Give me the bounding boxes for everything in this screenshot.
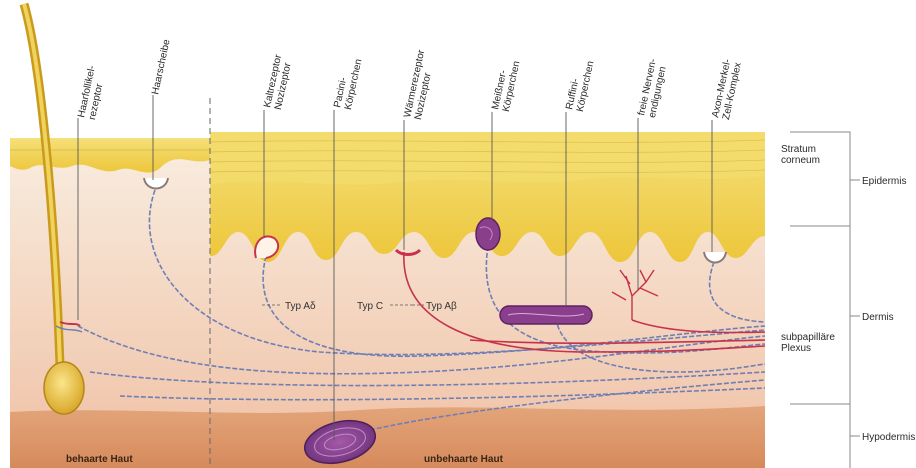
label-meissner: Meißner-Körperchen <box>490 58 522 113</box>
fiber-labels: Typ Aδ Typ C Typ Aβ <box>262 301 457 312</box>
label-line: corneum <box>781 155 820 166</box>
hair-bulb <box>44 362 84 414</box>
label-behaarte-haut: behaarte Haut <box>66 454 133 465</box>
receptor-labels: Haarfollikel-rezeptor Haarscheibe Kaltre… <box>76 38 744 121</box>
label-line: Stratum <box>781 144 816 155</box>
label-kaltrezeptor: KaltrezeptorNozizeptor <box>262 53 295 111</box>
label-freie-nervenendigungen: freie Nerven-endigungen <box>636 58 670 119</box>
label-unbehaarte-haut: unbehaarte Haut <box>424 454 504 465</box>
label-line: Plexus <box>781 343 811 354</box>
label-epidermis: Epidermis <box>862 176 906 187</box>
label-dermis: Dermis <box>862 312 894 323</box>
label-waermerezeptor: WärmerezeptorNozizeptor <box>402 48 438 121</box>
label-typ-a-delta: Typ Aδ <box>285 301 316 312</box>
label-line: subpapilläre <box>781 332 835 343</box>
stratum-corneum <box>210 132 765 185</box>
cold-receptor <box>255 236 278 258</box>
label-line: Haarscheibe <box>150 38 173 96</box>
label-merkel: Axon-Merkel-Zell-Komplex <box>710 58 744 121</box>
label-haarscheibe: Haarscheibe <box>150 38 173 96</box>
label-haarfollikel: Haarfollikel-rezeptor <box>76 65 108 121</box>
label-hypodermis: Hypodermis <box>862 432 915 443</box>
label-typ-c: Typ C <box>357 301 383 312</box>
skin-layers <box>10 132 765 468</box>
meissner-corpuscle <box>476 218 500 250</box>
label-pacini: Pacini-Körperchen <box>332 56 364 111</box>
label-ruffini: Ruffini-Körperchen <box>564 58 596 113</box>
label-typ-a-beta: Typ Aβ <box>426 301 457 312</box>
